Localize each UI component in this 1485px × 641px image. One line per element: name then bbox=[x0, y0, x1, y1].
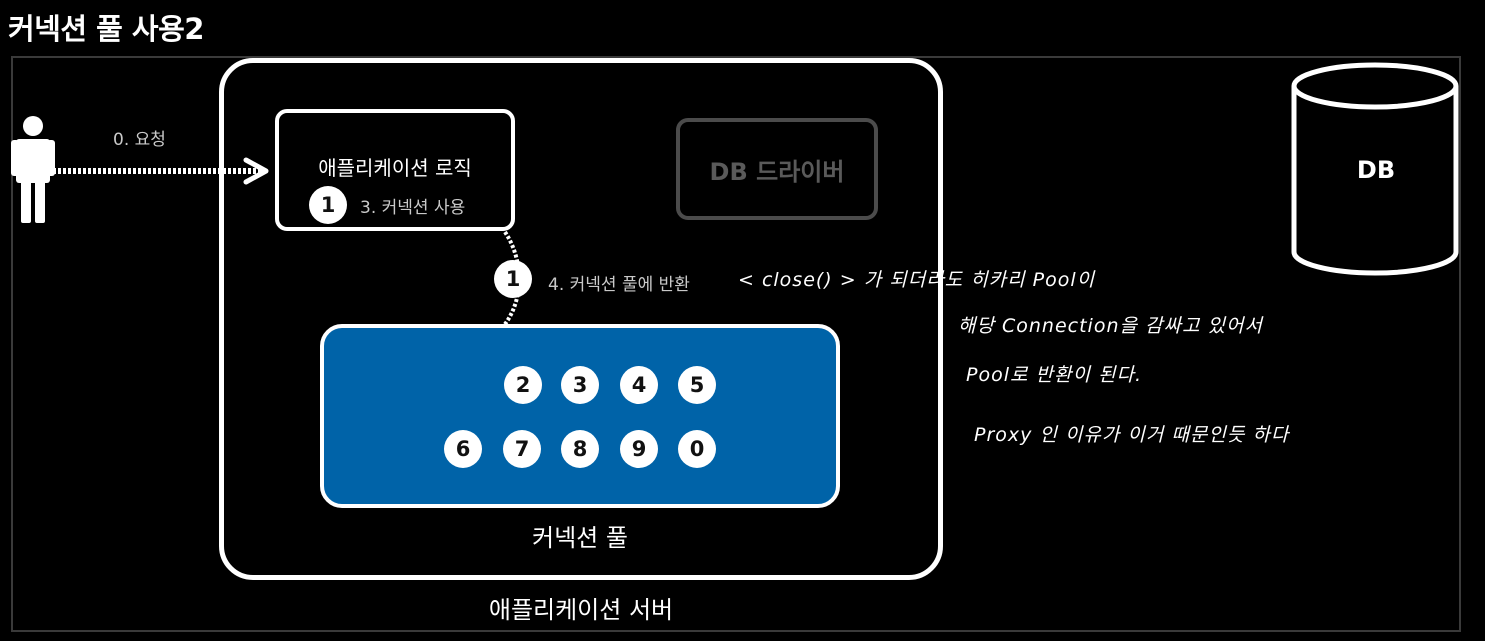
pool-connection: 5 bbox=[678, 366, 716, 404]
db-cylinder-icon bbox=[1291, 62, 1459, 276]
pool-connection: 8 bbox=[561, 430, 599, 468]
application-logic-box bbox=[275, 109, 515, 231]
diagram-frame bbox=[11, 56, 1461, 632]
pool-connection: 4 bbox=[620, 366, 658, 404]
handwritten-note-line: < close() > 가 되더라도 히카리 Pool이 bbox=[738, 269, 1096, 291]
connection-pool-box bbox=[320, 324, 840, 508]
logic-connection-badge: 1 bbox=[309, 186, 347, 224]
pool-connection: 0 bbox=[678, 430, 716, 468]
db-label: DB bbox=[1356, 156, 1396, 184]
connection-pool-label: 커넥션 풀 bbox=[532, 524, 628, 552]
request-label: 0. 요청 bbox=[113, 130, 166, 150]
return-step-label: 4. 커넥션 풀에 반환 bbox=[548, 275, 690, 295]
handwritten-note-line: 해당 Connection을 감싸고 있어서 bbox=[958, 315, 1263, 337]
application-server-label: 애플리케이션 서버 bbox=[488, 596, 674, 624]
request-arrow bbox=[48, 157, 269, 185]
user-icon bbox=[11, 116, 55, 223]
application-server-box bbox=[219, 58, 943, 580]
pool-connection: 6 bbox=[444, 430, 482, 468]
pool-connection: 9 bbox=[620, 430, 658, 468]
application-logic-title: 애플리케이션 로직 bbox=[318, 156, 472, 180]
handwritten-note-line: Pool로 반환이 된다. bbox=[966, 364, 1142, 386]
return-connection-badge: 1 bbox=[494, 260, 532, 298]
page-title: 커넥션 풀 사용2 bbox=[8, 12, 204, 46]
pool-connection: 3 bbox=[561, 366, 599, 404]
db-driver-box: DB 드라이버 bbox=[676, 118, 878, 220]
pool-connection: 7 bbox=[503, 430, 541, 468]
logic-step-label: 3. 커넥션 사용 bbox=[360, 198, 466, 218]
pool-connection: 2 bbox=[504, 366, 542, 404]
handwritten-note-line: Proxy 인 이유가 이거 때문인듯 하다 bbox=[974, 424, 1290, 446]
